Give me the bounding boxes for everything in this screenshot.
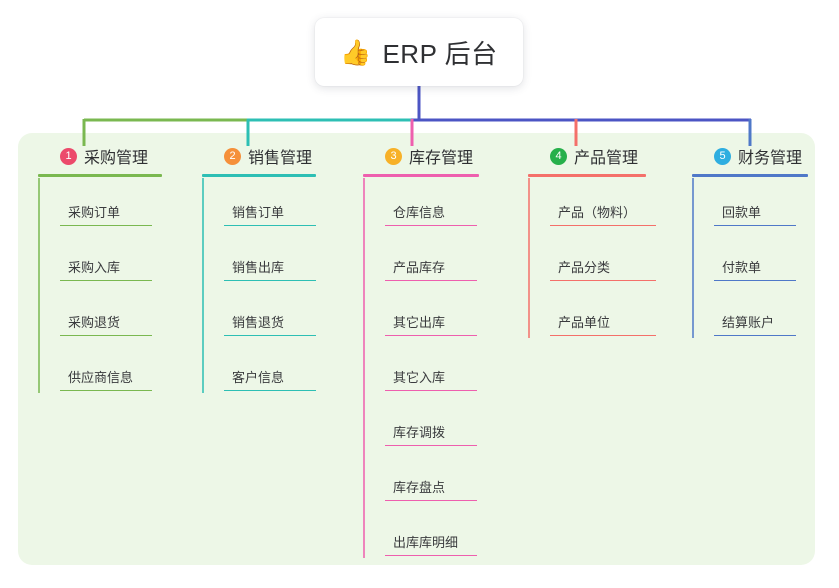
category-column-3: 3 库存管理仓库信息产品库存其它出库其它入库库存调拨库存盘点出库库明细	[363, 143, 479, 562]
leaf-node-label: 其它入库	[393, 370, 446, 385]
category-underline-3	[363, 174, 479, 177]
category-badge-5: 5	[714, 147, 731, 165]
leaf-node-label: 客户信息	[232, 370, 285, 385]
leaf-node-underline	[550, 334, 656, 336]
leaf-node-underline	[550, 224, 656, 226]
category-header-3[interactable]: 3 库存管理	[363, 143, 479, 169]
leaf-node[interactable]: 结算账户	[692, 287, 808, 342]
leaf-node-label: 供应商信息	[68, 370, 134, 385]
leaf-node-label: 仓库信息	[393, 205, 446, 220]
category-badge-4: 4	[550, 147, 567, 165]
leaf-node[interactable]: 回款单	[692, 177, 808, 232]
root-node[interactable]: 👍 ERP 后台	[315, 18, 523, 86]
leaf-node[interactable]: 采购订单	[38, 177, 162, 232]
leaf-node[interactable]: 销售订单	[202, 177, 316, 232]
category-underline-2	[202, 174, 316, 177]
leaf-node[interactable]: 采购退货	[38, 287, 162, 342]
leaf-node[interactable]: 客户信息	[202, 342, 316, 397]
leaf-node-underline	[385, 224, 477, 226]
leaf-node-underline	[385, 279, 477, 281]
leaf-node-underline	[385, 389, 477, 391]
leaf-node-underline	[224, 224, 316, 226]
root-node-title: ERP 后台	[382, 38, 498, 69]
leaf-node-label: 回款单	[722, 205, 762, 220]
category-badge-3: 3	[385, 147, 402, 165]
leaf-node[interactable]: 销售出库	[202, 232, 316, 287]
leaf-node-underline	[60, 224, 152, 226]
category-title-5: 财务管理	[738, 150, 803, 167]
category-underline-5	[692, 174, 808, 177]
category-title-1: 采购管理	[84, 150, 149, 167]
leaf-node-underline	[385, 334, 477, 336]
leaf-node-underline	[550, 279, 656, 281]
category-column-1: 1 采购管理采购订单采购入库采购退货供应商信息	[38, 143, 162, 397]
leaf-node[interactable]: 产品单位	[528, 287, 656, 342]
leaf-node-underline	[60, 334, 152, 336]
leaf-node[interactable]: 销售退货	[202, 287, 316, 342]
leaf-node-underline	[714, 334, 796, 336]
category-header-1[interactable]: 1 采购管理	[38, 143, 162, 169]
leaf-node-label: 采购退货	[68, 315, 121, 330]
leaf-node-underline	[60, 389, 152, 391]
category-title-4: 产品管理	[574, 150, 639, 167]
leaf-node-label: 库存调拨	[393, 425, 446, 440]
diagram-panel	[18, 133, 815, 565]
leaf-list-4: 产品（物料） 产品分类产品单位	[528, 177, 656, 342]
leaf-node-underline	[224, 334, 316, 336]
category-header-5[interactable]: 5 财务管理	[692, 143, 808, 169]
leaf-list-5: 回款单付款单结算账户	[692, 177, 808, 342]
leaf-node-underline	[224, 279, 316, 281]
leaf-node-underline	[224, 389, 316, 391]
leaf-list-1: 采购订单采购入库采购退货供应商信息	[38, 177, 162, 397]
leaf-node-label: 销售出库	[232, 260, 285, 275]
category-title-2: 销售管理	[248, 150, 313, 167]
category-underline-1	[38, 174, 162, 177]
leaf-node[interactable]: 出库库明细	[363, 507, 479, 562]
leaf-node[interactable]: 库存盘点	[363, 452, 479, 507]
leaf-node-label: 采购订单	[68, 205, 121, 220]
leaf-node-underline	[714, 224, 796, 226]
leaf-node-label: 销售退货	[232, 315, 285, 330]
category-badge-2: 2	[224, 147, 241, 165]
leaf-node[interactable]: 库存调拨	[363, 397, 479, 452]
category-column-5: 5 财务管理回款单付款单结算账户	[692, 143, 808, 342]
leaf-node[interactable]: 产品库存	[363, 232, 479, 287]
leaf-node[interactable]: 付款单	[692, 232, 808, 287]
leaf-node-label: 产品分类	[558, 260, 611, 275]
leaf-node-underline	[385, 499, 477, 501]
leaf-node-label: 其它出库	[393, 315, 446, 330]
leaf-list-2: 销售订单销售出库销售退货客户信息	[202, 177, 316, 397]
category-underline-4	[528, 174, 646, 177]
leaf-list-3: 仓库信息产品库存其它出库其它入库库存调拨库存盘点出库库明细	[363, 177, 479, 562]
category-column-2: 2 销售管理销售订单销售出库销售退货客户信息	[202, 143, 316, 397]
leaf-node-label: 采购入库	[68, 260, 121, 275]
leaf-node[interactable]: 产品分类	[528, 232, 656, 287]
leaf-node-underline	[60, 279, 152, 281]
category-badge-1: 1	[60, 147, 77, 165]
leaf-node[interactable]: 其它出库	[363, 287, 479, 342]
leaf-node-label: 产品单位	[558, 315, 611, 330]
leaf-node-label: 结算账户	[722, 315, 775, 330]
thumbs-up-icon: 👍	[340, 37, 372, 67]
leaf-node-underline	[385, 554, 477, 556]
leaf-node[interactable]: 仓库信息	[363, 177, 479, 232]
leaf-node-label: 付款单	[722, 260, 762, 275]
leaf-node[interactable]: 其它入库	[363, 342, 479, 397]
leaf-node[interactable]: 供应商信息	[38, 342, 162, 397]
leaf-node-label: 库存盘点	[393, 480, 446, 495]
category-header-4[interactable]: 4 产品管理	[528, 143, 646, 169]
leaf-node[interactable]: 产品（物料）	[528, 177, 656, 232]
leaf-node-label: 销售订单	[232, 205, 285, 220]
leaf-node[interactable]: 采购入库	[38, 232, 162, 287]
leaf-node-underline	[385, 444, 477, 446]
category-column-4: 4 产品管理产品（物料） 产品分类产品单位	[528, 143, 656, 342]
leaf-node-label: 产品（物料）	[558, 205, 637, 220]
category-title-3: 库存管理	[409, 150, 474, 167]
leaf-node-label: 出库库明细	[393, 535, 459, 550]
leaf-node-label: 产品库存	[393, 260, 446, 275]
category-header-2[interactable]: 2 销售管理	[202, 143, 316, 169]
leaf-node-underline	[714, 279, 796, 281]
